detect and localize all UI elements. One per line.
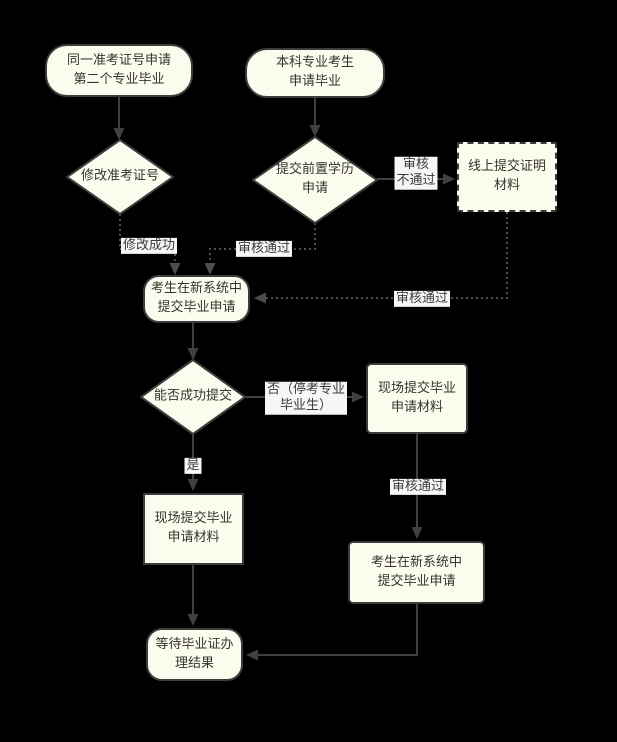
node-text: 现场提交毕业 <box>377 380 456 396</box>
node-submit-in-new-system-top: 考生在新系统中 提交毕业申请 <box>143 275 250 323</box>
node-text: 考生在新系统中 <box>370 554 462 570</box>
edge-decision2-pass-dotted <box>204 223 316 275</box>
edge-label-branch-yes: 是 <box>184 457 202 475</box>
edge-label-branch-no: 否（停考专业 毕业生） <box>264 381 348 415</box>
edge-online-proof-pass-dotted <box>254 212 508 304</box>
edge-label-text: 审核 <box>402 156 430 172</box>
node-text: 第二个专业毕业 <box>73 71 165 87</box>
edge-label-modify-success: 修改成功 <box>120 237 178 255</box>
node-text: 申请材料 <box>167 530 220 545</box>
decision-prior-education-shape <box>252 136 378 224</box>
node-text: 线上提交证明 <box>467 159 546 175</box>
node-text: 等待毕业证办 <box>155 636 234 652</box>
node-text: 材料 <box>493 178 520 193</box>
edge-system-top-to-decision3 <box>187 323 199 360</box>
edge-decision1-success-dotted <box>119 214 181 275</box>
decision-modify-exam-id-shape <box>66 139 174 215</box>
edge-label-text: 毕业生） <box>279 398 333 413</box>
decision-modify-exam-id: 修改准考证号 <box>80 168 160 184</box>
edge-label-text: 否（停考专业 <box>266 381 346 397</box>
node-text: 提交毕业申请 <box>377 573 456 589</box>
node-submit-in-new-system-bottom: 考生在新系统中 提交毕业申请 <box>348 541 485 604</box>
node-start-second-major: 同一准考证号申请 第二个专业毕业 <box>45 44 193 97</box>
edge-label-review-pass-onsite: 审核通过 <box>389 478 447 496</box>
node-text: 同一准考证号申请 <box>66 52 171 68</box>
node-onsite-submit-right: 现场提交毕业 申请材料 <box>366 363 468 434</box>
node-onsite-submit-left: 现场提交毕业 申请材料 <box>143 493 244 565</box>
decision-prior-education: 提交前置学历 申请 <box>276 161 354 199</box>
node-start-undergrad: 本科专业考生 申请毕业 <box>245 48 385 98</box>
edge-label-review-fail: 审核 不通过 <box>394 156 438 190</box>
edge-label-review-pass-online: 审核通过 <box>393 290 451 308</box>
edge-start2-to-decision2 <box>309 98 321 137</box>
node-text: 提交毕业申请 <box>157 300 236 315</box>
node-text: 理结果 <box>174 655 214 671</box>
edge-onsite-left-to-wait <box>187 565 199 626</box>
node-text: 申请 <box>301 181 329 196</box>
node-text: 提交前置学历 <box>275 162 355 178</box>
edge-label-review-pass-prior: 审核通过 <box>235 240 293 258</box>
node-wait-for-diploma: 等待毕业证办 理结果 <box>146 628 243 681</box>
node-text: 申请毕业 <box>288 74 341 89</box>
decision-submit-success: 能否成功提交 <box>153 388 233 404</box>
node-text: 现场提交毕业 <box>154 511 233 527</box>
node-online-submit-proof: 线上提交证明 材料 <box>457 142 557 212</box>
node-text: 考生在新系统中 <box>150 281 242 297</box>
edge-start1-to-decision1 <box>113 97 125 140</box>
node-text: 本科专业考生 <box>275 55 354 71</box>
edge-system-bottom-to-wait <box>246 604 418 661</box>
edge-label-text: 不通过 <box>396 173 436 188</box>
decision-submit-success-shape <box>140 359 246 435</box>
node-text: 申请材料 <box>390 399 443 415</box>
